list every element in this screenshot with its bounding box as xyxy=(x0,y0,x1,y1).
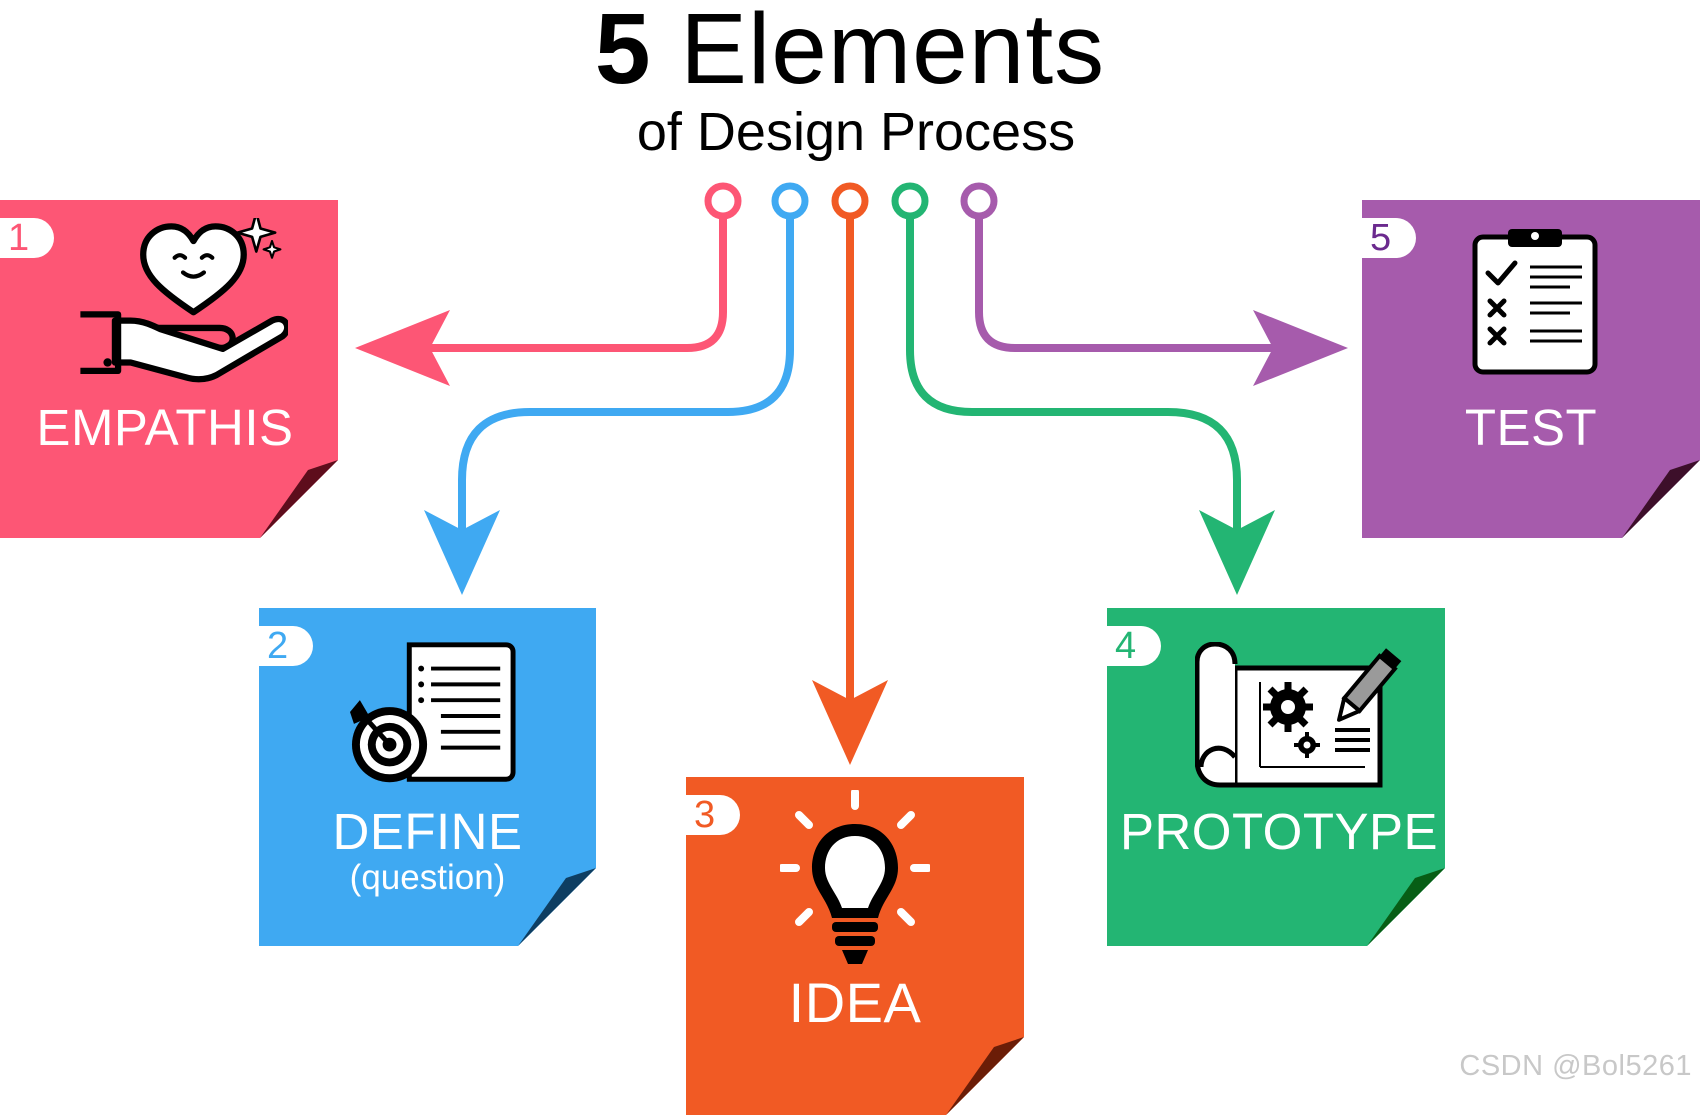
card-label: TEST xyxy=(1464,399,1598,456)
badge-number: 2 xyxy=(259,626,313,666)
card-test: 5 TEST xyxy=(1362,200,1700,538)
connector-line-4 xyxy=(906,216,1241,530)
card-label: DEFINE xyxy=(332,803,523,860)
arrowhead-4 xyxy=(1199,510,1275,595)
connector-line-5 xyxy=(975,216,1280,352)
card-label: PROTOTYPE xyxy=(1119,803,1439,860)
badge-number: 1 xyxy=(0,218,54,258)
card-idea: 3 IDEA xyxy=(686,777,1024,1115)
card-label: EMPATHIS xyxy=(36,399,294,456)
node-circle-1 xyxy=(704,182,742,220)
node-circle-5 xyxy=(960,182,998,220)
title: 5 Elements xyxy=(0,0,1700,104)
connector-line-2 xyxy=(458,216,794,530)
arrowhead-1 xyxy=(355,310,450,386)
title-number: 5 xyxy=(594,0,652,105)
watermark: CSDN @Bol5261 xyxy=(1459,1050,1692,1082)
card-sublabel: (question) xyxy=(349,858,506,897)
title-word: Elements xyxy=(680,0,1106,105)
badge-number: 3 xyxy=(686,795,740,835)
card-define: 2 DEFINE (question) xyxy=(259,608,596,946)
node-circle-3 xyxy=(831,182,869,220)
arrowhead-5 xyxy=(1253,310,1348,386)
subtitle: of Design Process xyxy=(636,102,1076,162)
arrowhead-2 xyxy=(424,510,500,595)
card-empathis: 1 EMPATHIS xyxy=(0,200,338,538)
node-circle-2 xyxy=(771,182,809,220)
arrowhead-3 xyxy=(812,680,888,765)
connector-line-1 xyxy=(410,216,727,352)
card-prototype: 4 PROTOTYPE xyxy=(1107,608,1445,946)
badge-number: 5 xyxy=(1362,218,1416,258)
badge-number: 4 xyxy=(1107,626,1161,666)
card-label: IDEA xyxy=(788,971,922,1034)
node-circle-4 xyxy=(891,182,929,220)
